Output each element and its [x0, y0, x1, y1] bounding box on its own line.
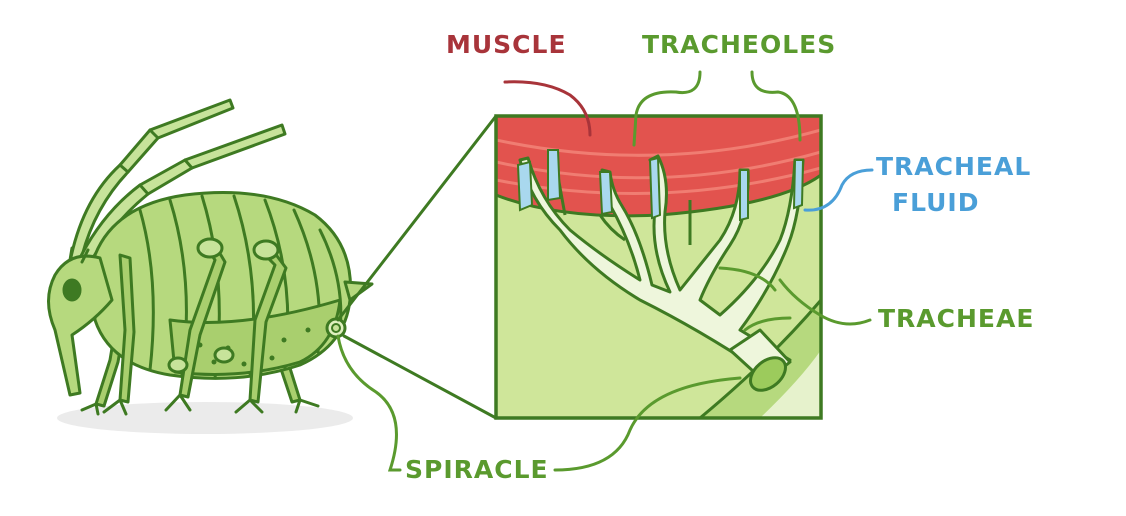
ground-shadow [57, 402, 353, 434]
tracheoles-leader-2 [750, 70, 802, 142]
spiracle-leader-2 [553, 376, 742, 472]
leader-lines [336, 70, 874, 472]
muscle-label: MUSCLE [446, 30, 567, 59]
spiracle-leader-1 [336, 334, 402, 472]
muscle-leader [503, 80, 592, 137]
tail-tip [343, 280, 374, 302]
eye [62, 278, 82, 302]
trachea-leader [778, 278, 872, 326]
tracheoles-leader-1 [632, 70, 702, 147]
zoom-lines [336, 114, 498, 420]
tracheal-fluid-label-line2: FLUID [892, 188, 980, 217]
front-legs [102, 237, 288, 416]
tracheal-fluid-leader [803, 168, 874, 212]
tracheal-fluid-label-line1: TRACHEAL [876, 152, 1032, 181]
tracheoles-label: TRACHEOLES [642, 30, 837, 59]
tracheal-fluid [516, 149, 805, 222]
trachea-label: TRACHEAE [878, 304, 1035, 333]
insect [47, 98, 374, 434]
spiracle-label: SPIRACLE [405, 455, 549, 484]
zoom-box-border [494, 114, 823, 420]
zoom-box [496, 116, 821, 418]
